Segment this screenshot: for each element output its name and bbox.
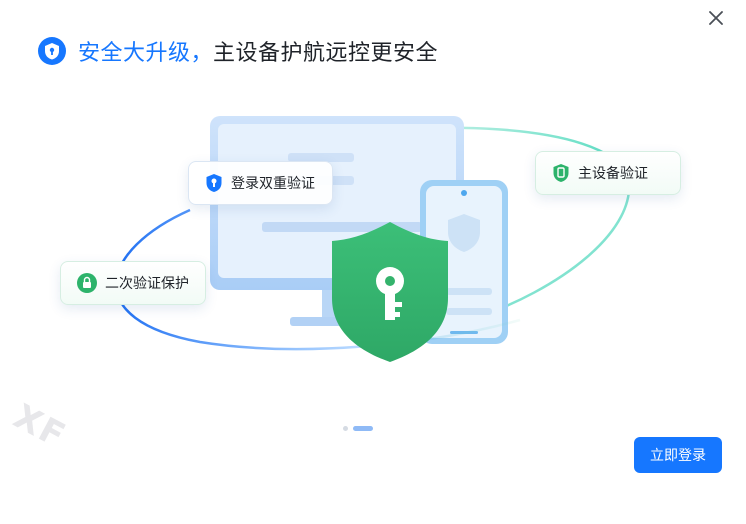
chip-label: 登录双重验证: [231, 176, 315, 192]
shield-phone-icon: [553, 164, 569, 182]
title-rest: 主设备护航远控更安全: [213, 41, 439, 66]
lock-icon: [77, 273, 97, 293]
chip-login-double-verify: 登录双重验证: [188, 161, 333, 205]
carousel-indicator: [343, 426, 373, 431]
chip-main-device-verify: 主设备验证: [535, 151, 681, 195]
chip-label: 二次验证保护: [105, 276, 189, 292]
title-highlight: 安全大升级，: [78, 41, 214, 66]
close-button[interactable]: [706, 8, 726, 28]
shield-key-graphic: [332, 222, 448, 362]
shield-key-icon: [206, 174, 222, 192]
close-icon: [709, 11, 723, 25]
security-illustration: [115, 116, 631, 362]
shield-badge-icon: [38, 37, 66, 65]
carousel-dot-1[interactable]: [343, 426, 348, 431]
login-now-button[interactable]: 立即登录: [634, 437, 722, 473]
carousel-dot-2-active[interactable]: [353, 426, 373, 431]
chip-label: 主设备验证: [578, 166, 648, 182]
dialog-header: 安全大升级，主设备护航远控更安全: [38, 36, 438, 66]
chip-secondary-verify-protect: 二次验证保护: [60, 261, 206, 305]
dialog-title: 安全大升级，主设备护航远控更安全: [78, 35, 438, 67]
